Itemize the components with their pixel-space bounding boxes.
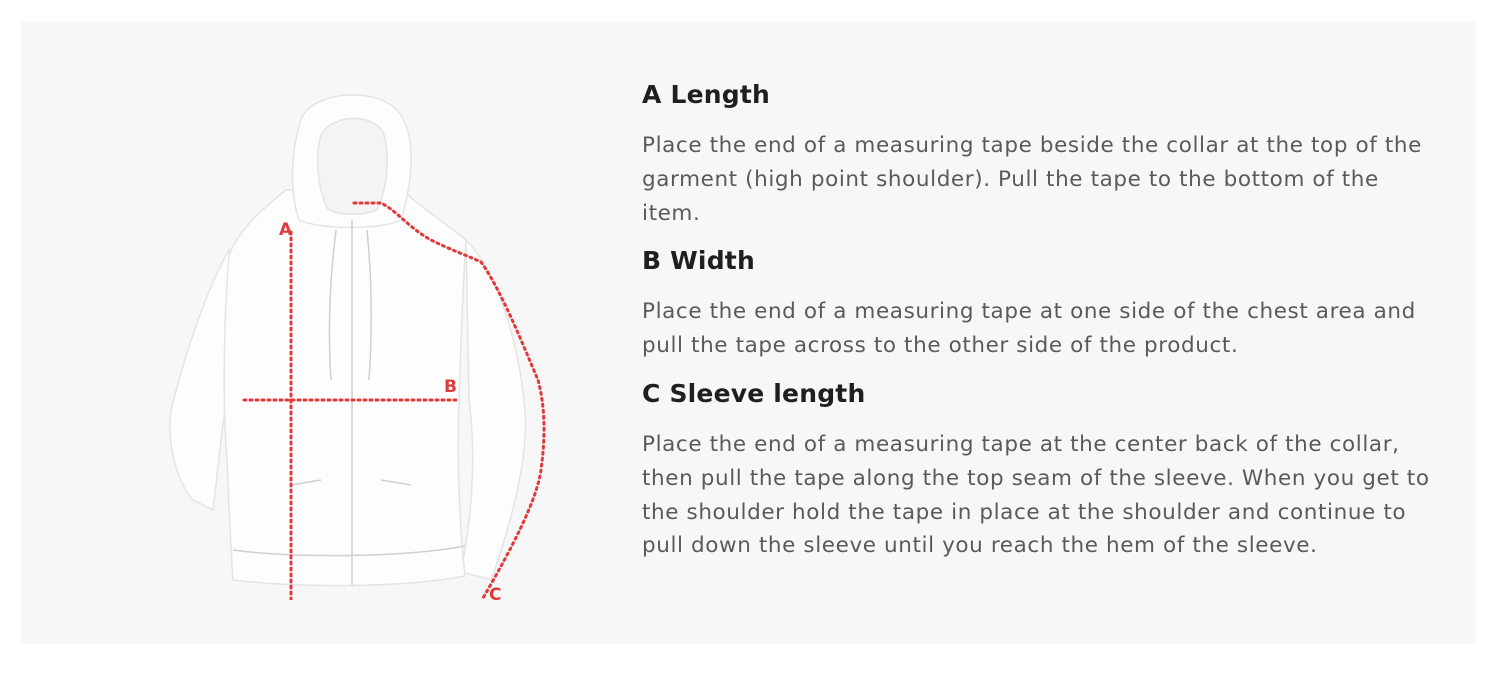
section-body: Place the end of a measuring tape at the… — [642, 431, 1430, 559]
section-sleeve-length: C Sleeve length Place the end of a measu… — [642, 375, 1442, 563]
guide-label-a: A — [279, 220, 293, 240]
section-body: Place the end of a measuring tape beside… — [642, 133, 1422, 226]
section-body: Place the end of a measuring tape at one… — [642, 299, 1416, 359]
hoodie-illustration: A B C — [169, 94, 546, 600]
guide-label-b: B — [444, 377, 457, 397]
section-title: C Sleeve length — [642, 378, 866, 408]
measurement-instructions: A Length Place the end of a measuring ta… — [642, 76, 1442, 575]
section-title: A Length — [642, 80, 770, 109]
section-title: B Width — [642, 246, 755, 276]
section-length: A Length Place the end of a measuring ta… — [642, 76, 1442, 230]
size-guide-panel: A B C A Length Place the end of a measur… — [21, 22, 1476, 644]
guide-label-c: C — [489, 585, 501, 600]
hoodie-measurement-diagram: A B C — [141, 80, 561, 600]
section-width: B Width Place the end of a measuring tap… — [642, 242, 1442, 363]
